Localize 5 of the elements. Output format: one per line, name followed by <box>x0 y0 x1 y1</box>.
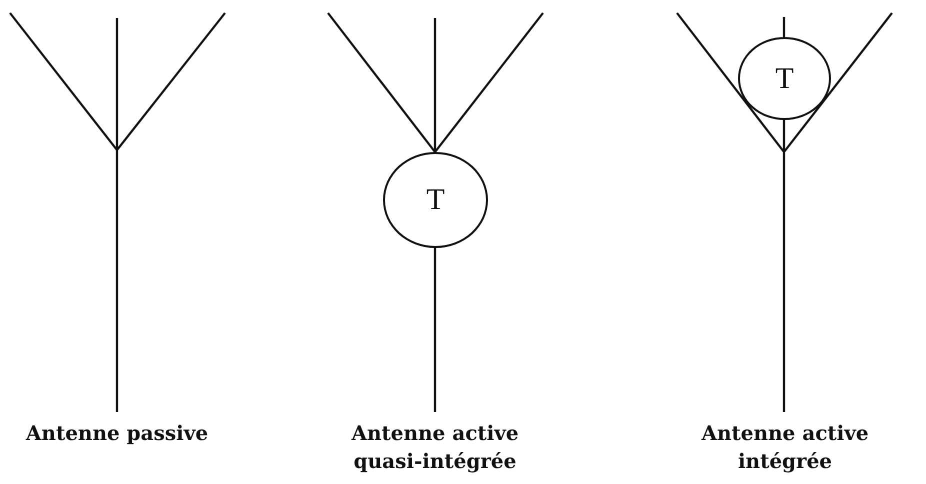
transistor-circle: T <box>738 37 831 120</box>
transistor-circle: T <box>383 152 488 248</box>
caption: Antenne active intégrée <box>700 420 870 475</box>
caption: Antenne active quasi-intégrée <box>350 420 520 475</box>
caption: Antenne passive <box>24 420 210 447</box>
